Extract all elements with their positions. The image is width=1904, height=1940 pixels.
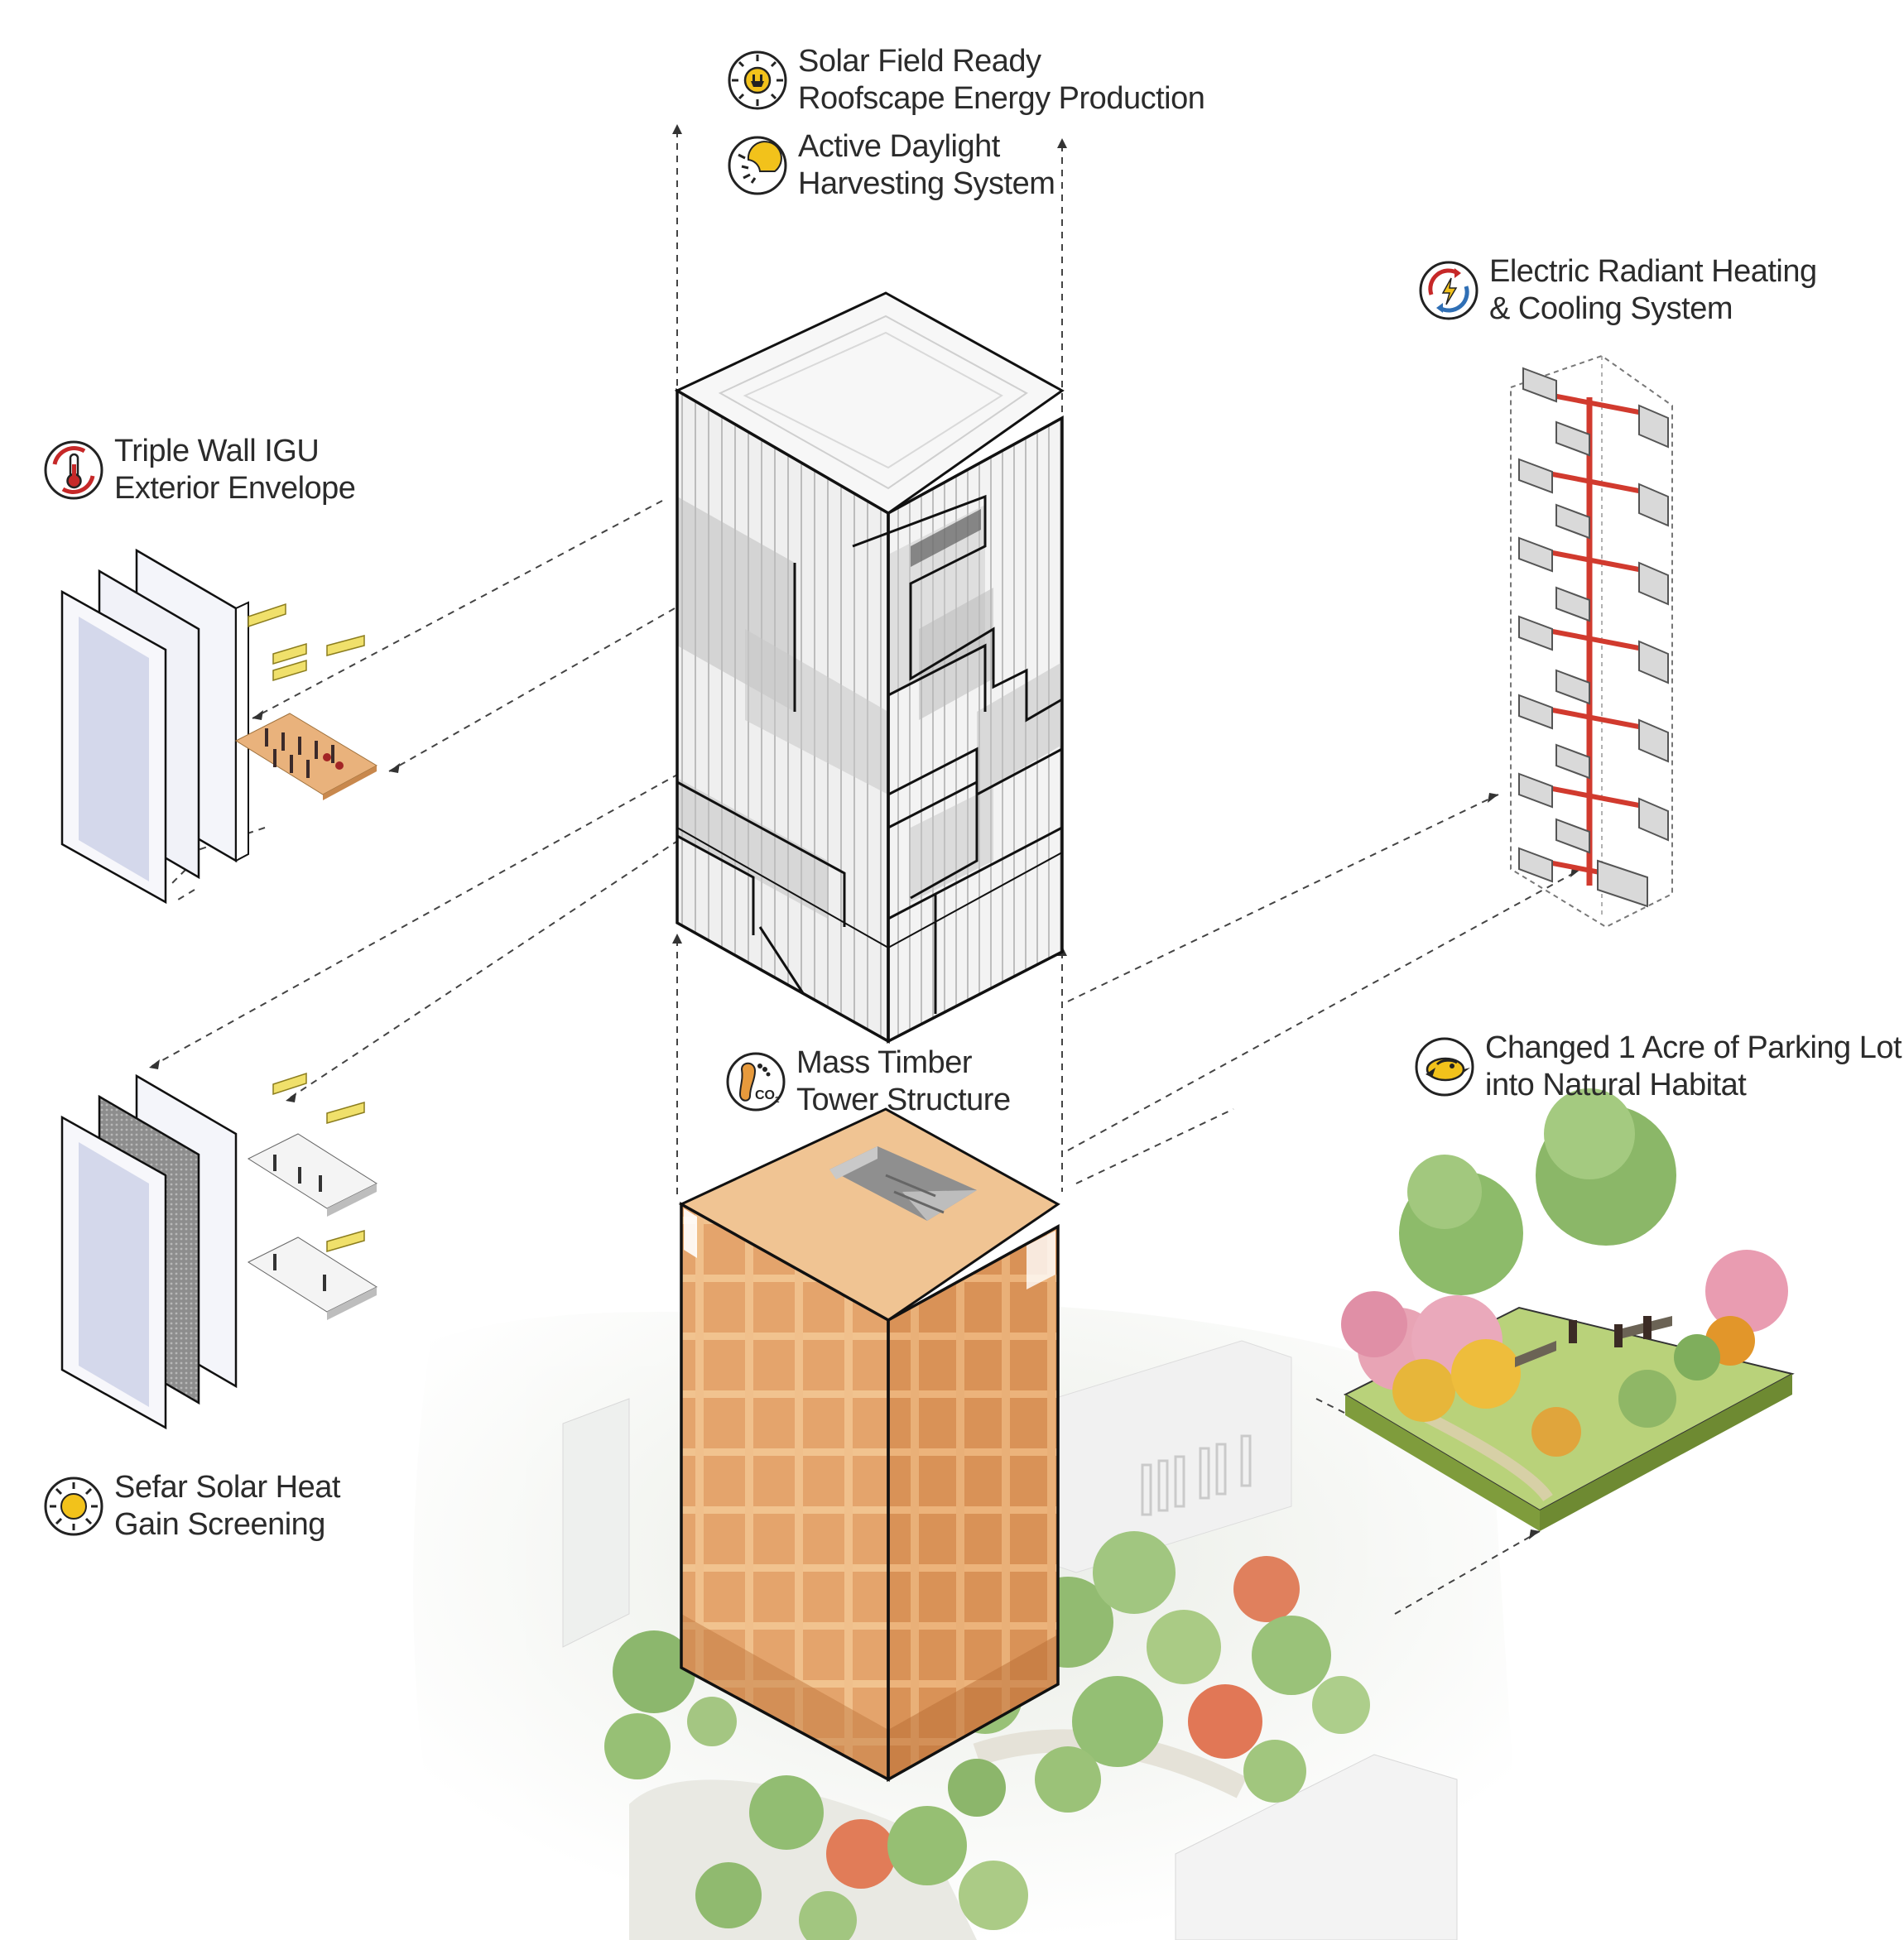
radiant-heating-icon	[1419, 261, 1478, 320]
habitat-line1: Changed 1 Acre of Parking Lot	[1485, 1030, 1902, 1065]
thermometer-icon	[44, 440, 103, 500]
igu-envelope-assembly	[60, 548, 378, 905]
daylight-line2: Harvesting System	[798, 166, 1055, 201]
glass-facade-tower	[674, 291, 1065, 1044]
daylight-line1: Active Daylight	[798, 129, 1000, 164]
sefar-label: Sefar Solar Heat Gain Screening	[43, 1469, 340, 1544]
radiant-heating-label: Electric Radiant Heating & Cooling Syste…	[1418, 253, 1817, 328]
habitat-line2: into Natural Habitat	[1485, 1068, 1747, 1102]
diagonal-guide-lines	[148, 500, 1582, 1615]
natural-habitat-island	[1341, 1088, 1795, 1531]
svg-text:2: 2	[775, 1096, 780, 1105]
sun-icon	[44, 1477, 103, 1536]
co2-footprint-icon: CO 2	[726, 1052, 786, 1112]
svg-text:CO: CO	[755, 1088, 775, 1102]
solar-line1: Solar Field Ready	[798, 44, 1041, 79]
radiant-line2: & Cooling System	[1489, 291, 1733, 326]
igu-line2: Exterior Envelope	[114, 471, 356, 506]
sefar-line2: Gain Screening	[114, 1507, 325, 1542]
timber-line1: Mass Timber	[796, 1045, 972, 1080]
solar-line2: Roofscape Energy Production	[798, 81, 1205, 116]
bird-icon	[1415, 1037, 1474, 1097]
timber-line2: Tower Structure	[796, 1083, 1011, 1117]
daylight-label: Active Daylight Harvesting System	[727, 128, 1055, 203]
daylight-sun-icon	[728, 136, 787, 195]
solar-field-label: Solar Field Ready Roofscape Energy Produ…	[727, 43, 1205, 118]
radiant-heating-stack	[1510, 354, 1673, 929]
igu-line1: Triple Wall IGU	[114, 434, 320, 468]
solar-plug-icon	[728, 50, 787, 110]
natural-habitat-label: Changed 1 Acre of Parking Lot into Natur…	[1414, 1030, 1902, 1104]
vertical-guide-lines	[676, 131, 1063, 1200]
sefar-line1: Sefar Solar Heat	[114, 1470, 340, 1505]
radiant-line1: Electric Radiant Heating	[1489, 254, 1817, 289]
mass-timber-label: CO 2 Mass Timber Tower Structure	[725, 1044, 1011, 1119]
sefar-screening-assembly	[60, 1072, 378, 1430]
mass-timber-tower	[678, 1107, 1060, 1782]
triple-wall-igu-label: Triple Wall IGU Exterior Envelope	[43, 433, 356, 507]
